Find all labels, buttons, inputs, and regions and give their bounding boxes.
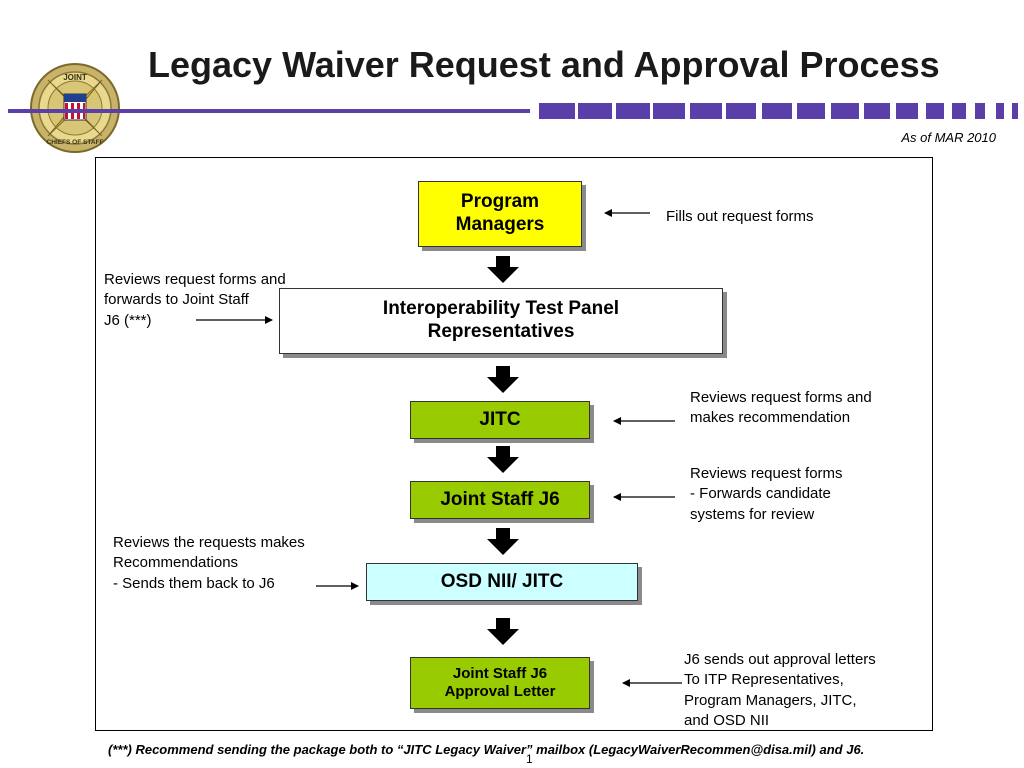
page-number: 1: [526, 752, 533, 766]
accent-square: [616, 103, 650, 119]
annotation-approval-letter: J6 sends out approval letters To ITP Rep…: [684, 651, 876, 730]
box-program-managers: Program Managers: [418, 181, 582, 247]
box-itp-representatives-label: Interoperability Test Panel Representati…: [382, 298, 620, 342]
jcs-seal-logo: JOINT CHIEFS OF STAFF: [30, 63, 120, 153]
accent-square: [539, 103, 575, 119]
down-arrow-1: [487, 256, 519, 283]
accent-square: [653, 103, 685, 119]
box-itp-representatives: Interoperability Test Panel Representati…: [279, 288, 723, 354]
annotation-program-managers: Fills out request forms: [666, 208, 814, 225]
box-jitc: JITC: [410, 401, 590, 439]
annotation-jitc: Reviews request forms and makes recommen…: [690, 389, 872, 427]
down-arrow-3: [487, 446, 519, 473]
accent-square: [831, 103, 859, 119]
date-label: As of MAR 2010: [901, 130, 996, 145]
accent-square: [797, 103, 825, 119]
annotation-joint-staff-j6: Reviews request forms - Forwards candida…: [690, 465, 843, 523]
box-joint-staff-j6-label: Joint Staff J6: [440, 488, 560, 510]
seal-bottom-text: CHIEFS OF STAFF: [47, 139, 104, 146]
accent-square: [1012, 103, 1018, 119]
diagram-frame: [95, 157, 933, 731]
accent-square: [975, 103, 985, 119]
box-osd-nii-jitc: OSD NII/ JITC: [366, 563, 638, 601]
page-title: Legacy Waiver Request and Approval Proce…: [148, 44, 940, 85]
box-jitc-label: JITC: [479, 408, 521, 430]
box-osd-nii-jitc-label: OSD NII/ JITC: [440, 570, 564, 592]
accent-square: [762, 103, 792, 119]
accent-square: [996, 103, 1004, 119]
accent-bar: [8, 103, 1018, 119]
accent-square: [726, 103, 756, 119]
accent-square: [896, 103, 918, 119]
box-joint-staff-j6: Joint Staff J6: [410, 481, 590, 519]
box-approval-letter-label: Joint Staff J6 Approval Letter: [444, 665, 556, 700]
down-arrow-2: [487, 366, 519, 393]
accent-square: [926, 103, 944, 119]
accent-square: [952, 103, 966, 119]
down-arrow-4: [487, 528, 519, 555]
seal-top-text: JOINT: [63, 73, 87, 82]
box-program-managers-label: Program Managers: [455, 191, 545, 235]
box-approval-letter: Joint Staff J6 Approval Letter: [410, 657, 590, 709]
footnote: (***) Recommend sending the package both…: [108, 742, 865, 757]
annotation-osd-nii-jitc: Reviews the requests makes Recommendatio…: [113, 534, 305, 592]
accent-square: [690, 103, 722, 119]
accent-square: [864, 103, 890, 119]
accent-square: [578, 103, 612, 119]
annotation-itp-representatives: Reviews request forms and forwards to Jo…: [104, 271, 286, 329]
down-arrow-5: [487, 618, 519, 645]
